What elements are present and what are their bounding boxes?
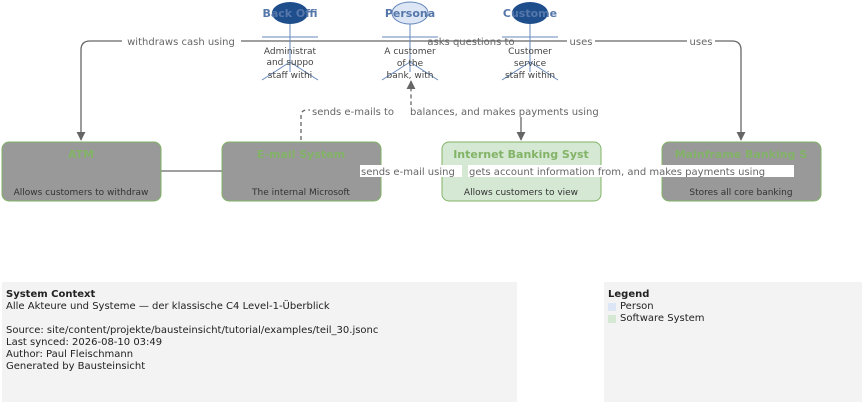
person-name: Persona bbox=[385, 7, 435, 20]
edge-label-uses-1: uses bbox=[567, 35, 595, 48]
system-description: Allows customers to withdraw bbox=[14, 188, 149, 198]
legend-panel: Legend Person Software System bbox=[604, 282, 862, 402]
person-description-line: of the bbox=[397, 59, 424, 69]
svg-text:withdraws cash using: withdraws cash using bbox=[127, 37, 235, 48]
system-name: E-mail System bbox=[257, 148, 345, 161]
legend-title: Legend bbox=[608, 289, 650, 300]
edge-label-sends-email-using: sends e-mail using bbox=[360, 165, 462, 178]
person-description-line: Customer bbox=[508, 47, 552, 57]
system-name: Internet Banking Syst bbox=[453, 148, 589, 161]
system-description: Stores all core banking bbox=[689, 188, 792, 198]
system-name: Mainframe Banking S bbox=[675, 148, 808, 161]
person-personal[interactable]: Persona A customer of the bank, with bbox=[381, 1, 439, 81]
svg-text:sends e-mail using: sends e-mail using bbox=[361, 167, 455, 178]
system-description: The internal Microsoft bbox=[251, 188, 350, 198]
edge-label-sends-emails-to: sends e-mails to bbox=[310, 105, 409, 118]
legend-swatch bbox=[608, 303, 616, 311]
person-description-line: bank, with bbox=[387, 71, 434, 81]
edge-label-balances-payments: balances, and makes payments using bbox=[409, 105, 612, 118]
panel-author: Author: Paul Fleischmann bbox=[6, 349, 134, 360]
edge-label-asks-questions: asks questions to bbox=[427, 37, 514, 48]
system-name: ATM bbox=[68, 148, 94, 161]
person-name: Custome bbox=[503, 7, 557, 20]
edge-withdraws-cash[interactable] bbox=[76, 40, 290, 141]
person-description-line: service bbox=[514, 59, 547, 69]
person-name: Back Offi bbox=[262, 7, 317, 20]
panel-synced: Last synced: 2026-08-10 03:49 bbox=[6, 337, 163, 348]
legend-label: Software System bbox=[620, 313, 705, 324]
svg-text:sends e-mails to: sends e-mails to bbox=[312, 107, 394, 118]
legend-swatch bbox=[608, 315, 616, 323]
person-head-icon bbox=[512, 2, 548, 24]
svg-text:uses: uses bbox=[690, 37, 713, 48]
system-mainframe[interactable]: Mainframe Banking S Stores all core bank… bbox=[661, 141, 822, 202]
system-email[interactable]: E-mail System The internal Microsoft bbox=[221, 141, 382, 202]
svg-text:balances, and makes payments u: balances, and makes payments using bbox=[410, 107, 599, 118]
panel-title: System Context bbox=[6, 289, 96, 300]
system-context-panel: System Context Alle Akteure und Systeme … bbox=[2, 282, 517, 402]
person-customer[interactable]: Custome Customer service staff within bbox=[501, 2, 559, 81]
person-description-line: Administrat bbox=[264, 47, 317, 57]
edge-label-uses-2: uses bbox=[687, 35, 715, 48]
system-description: Allows customers to view bbox=[464, 188, 578, 198]
svg-text:uses: uses bbox=[570, 37, 593, 48]
person-description-line: and suppo bbox=[266, 58, 314, 68]
system-atm[interactable]: ATM Allows customers to withdraw bbox=[1, 141, 162, 202]
edge-label-withdraws-cash: withdraws cash using bbox=[122, 35, 241, 48]
svg-text:gets account information from,: gets account information from, and makes… bbox=[469, 167, 765, 178]
legend-label: Person bbox=[620, 301, 654, 312]
panel-generator: Generated by Bausteinsicht bbox=[6, 361, 146, 372]
svg-text:asks questions to: asks questions to bbox=[427, 37, 514, 48]
person-head-icon bbox=[272, 2, 308, 24]
legend-item-software-system: Software System bbox=[608, 313, 858, 325]
edge-label-gets-account-info: gets account information from, and makes… bbox=[468, 165, 794, 178]
edge-uses-2[interactable] bbox=[660, 40, 746, 141]
panel-subtitle: Alle Akteure und Systeme — der klassisch… bbox=[6, 301, 330, 312]
person-description-line: staff withi bbox=[268, 71, 312, 81]
person-back-office[interactable]: Back Offi Administrat and suppo staff wi… bbox=[261, 2, 319, 81]
c4-context-diagram: Back Offi Administrat and suppo staff wi… bbox=[1, 1, 822, 202]
person-description-line: A customer bbox=[384, 47, 436, 57]
panel-source: Source: site/content/projekte/bausteinsi… bbox=[6, 325, 379, 336]
legend-item-person: Person bbox=[608, 301, 858, 313]
person-description-line: staff within bbox=[505, 71, 555, 81]
